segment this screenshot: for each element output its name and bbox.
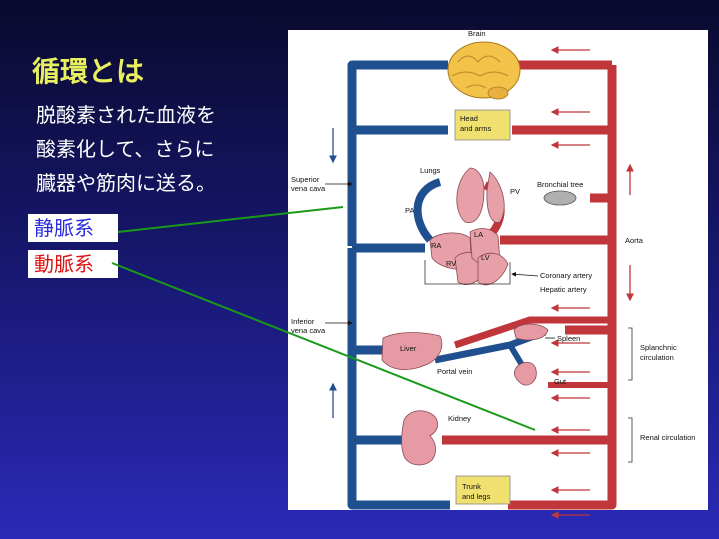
legend-artery-label: 動脈系 (28, 250, 118, 278)
description-text: 脱酸素された血液を 酸素化して、さらに 臓器や筋肉に送る。 (36, 98, 276, 200)
description-line-2: 酸素化して、さらに (36, 137, 215, 161)
description-line-1: 脱酸素された血液を (36, 103, 216, 127)
legend-vein-label: 静脈系 (28, 214, 118, 242)
description-line-3: 臓器や筋肉に送る。 (36, 171, 216, 195)
circulation-diagram-panel (288, 30, 708, 510)
slide-title: 循環とは (32, 55, 145, 88)
